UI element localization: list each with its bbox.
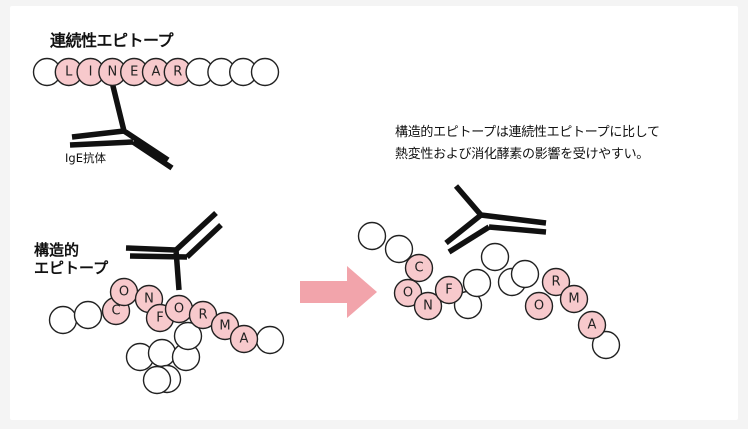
epitope-bead: A	[229, 324, 259, 354]
antibody-arm-lower	[444, 212, 483, 246]
amino-acid-bead	[480, 242, 510, 272]
amino-acid-bead	[173, 321, 203, 351]
antibody-arm-upper	[71, 128, 125, 140]
epitope-bead: N	[413, 291, 443, 321]
bead-letter: M	[568, 292, 579, 307]
amino-acid-bead	[462, 268, 492, 298]
bead-letter: O	[403, 286, 413, 301]
bead-letter: O	[534, 299, 544, 314]
bead-letter: O	[174, 302, 184, 317]
epitope-bead: C	[404, 253, 434, 283]
amino-acid-bead	[250, 57, 280, 87]
amino-acid-bead	[147, 338, 177, 368]
bead-letter: R	[551, 275, 560, 290]
antibody-arm-lower	[69, 139, 134, 148]
antibody-heavy-chain	[453, 184, 547, 226]
bead-letter: N	[144, 292, 154, 307]
bead-letter: L	[65, 65, 73, 80]
bead-letter: R	[173, 65, 182, 80]
right-arrow-icon	[300, 266, 377, 318]
bead-letter: M	[219, 319, 230, 334]
epitope-bead: L	[54, 57, 84, 87]
linear-epitope-title: 連続性エピトープ	[50, 31, 174, 50]
epitope-bead: R	[541, 267, 571, 297]
bead-letter: I	[89, 65, 93, 80]
antibody-conformational	[125, 210, 223, 291]
note-line-1: 構造的エピトープは連続性エピトープに比して	[395, 125, 660, 140]
amino-acid-bead	[591, 330, 621, 360]
epitope-bead: O	[164, 294, 194, 324]
bead-letter: O	[119, 285, 129, 300]
antibody-stem-right	[131, 139, 174, 171]
epitope-bead: O	[524, 291, 554, 321]
bead-letter: E	[130, 65, 138, 80]
epitope-bead: A	[577, 310, 607, 340]
conformational-title-line1: 構造的	[34, 241, 80, 259]
epitope-bead: F	[434, 275, 464, 305]
antibody-arm-lower-2	[447, 224, 491, 255]
bead-letter: C	[111, 304, 120, 319]
antibody-arm-lower	[185, 222, 223, 260]
bead-letter: F	[445, 283, 452, 298]
antibody-arm-upper	[174, 210, 218, 253]
bead-letter: A	[152, 65, 161, 80]
epitope-bead: R	[163, 57, 193, 87]
amino-acid-bead	[357, 221, 387, 251]
bead-letter: A	[588, 318, 597, 333]
bead-letter: F	[156, 311, 163, 326]
bead-letter: R	[198, 308, 207, 323]
amino-acid-bead	[255, 325, 285, 355]
amino-acid-bead	[142, 365, 172, 395]
bead-letter: A	[240, 332, 249, 347]
antibody-stem-right	[488, 224, 547, 235]
conformational-epitope-title: 構造的 エピトープ	[34, 241, 108, 277]
epitope-bead: O	[393, 278, 423, 308]
amino-acid-bead	[510, 259, 540, 289]
antibody-stem-lower	[129, 253, 188, 260]
bead-letter: C	[414, 261, 423, 276]
antibody-linear	[69, 81, 174, 171]
epitope-bead: N	[98, 57, 127, 87]
amino-acid-bead	[73, 300, 103, 330]
amino-acid-bead	[384, 234, 414, 264]
epitope-bead: M	[559, 284, 589, 314]
amino-acid-bead	[48, 305, 78, 335]
bead-letter: N	[108, 65, 118, 80]
ige-antibody-label: IgE抗体	[65, 151, 106, 165]
explanation-note: 構造的エピトープは連続性エピトープに比して 熱変性および消化酵素の影響を受けやす…	[395, 122, 660, 166]
epitope-bead: O	[109, 277, 139, 307]
conformational-title-line2: エピトープ	[34, 259, 109, 277]
bead-letter: N	[423, 299, 433, 314]
note-line-2: 熱変性および消化酵素の影響を受けやすい。	[395, 147, 650, 162]
antibody-unbound	[444, 184, 547, 255]
